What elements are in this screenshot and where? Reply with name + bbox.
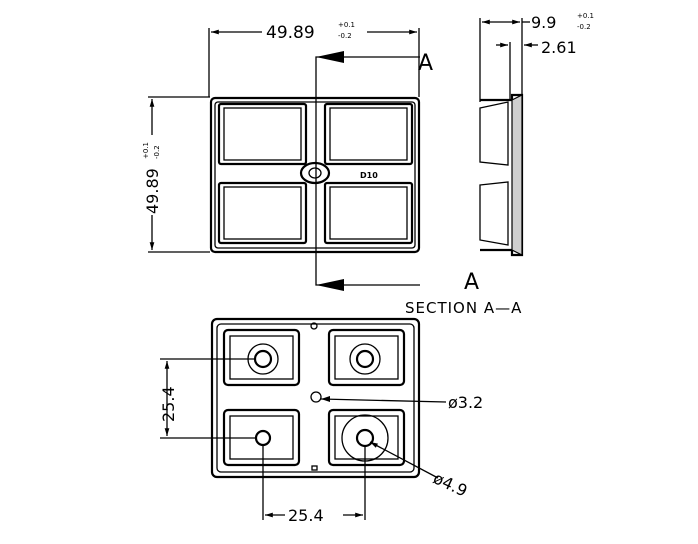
- pitch-horizontal-dim: 25.4: [288, 506, 324, 525]
- flange-dim: 2.61: [541, 38, 577, 57]
- top-height-tol-plus: +0.1: [142, 142, 150, 159]
- bottom-housing-outline: [210, 317, 421, 479]
- top-view: 49.89 +0.1 -0.2 49.89 +0.1 -0.2 D10 A A …: [142, 21, 522, 317]
- section-marker-bottom: A: [464, 270, 479, 295]
- center-hole-dim: ø3.2: [448, 393, 483, 412]
- thickness-tol-minus: -0.2: [577, 23, 591, 31]
- section-cut-line: [315, 56, 420, 286]
- thickness-tol-plus: +0.1: [577, 12, 594, 20]
- section-label: SECTION A—A: [405, 299, 522, 317]
- part-marking: D10: [360, 171, 378, 180]
- section-view: 9.9 +0.1 -0.2 2.61: [479, 12, 594, 257]
- center-hole: [310, 391, 322, 403]
- top-height-tol-minus: -0.2: [153, 145, 161, 159]
- thickness-dim: 9.9: [531, 13, 556, 32]
- bottom-lenses: [222, 328, 406, 467]
- top-height-dim: 49.89: [143, 168, 162, 214]
- top-width-tol-minus: -0.2: [338, 32, 352, 40]
- top-width-dim: 49.89: [266, 23, 315, 43]
- section-marker-top: A: [418, 51, 433, 76]
- pitch-vertical-dim: 25.4: [159, 386, 178, 422]
- bottom-view: 25.4 25.4 ø3.2 ø4.9: [159, 317, 483, 525]
- center-boss: [299, 161, 331, 185]
- top-width-tol-plus: +0.1: [338, 21, 355, 29]
- lens-hole-dim: ø4.9: [430, 468, 470, 500]
- lens-cells: [217, 102, 414, 245]
- housing-outline: [209, 96, 421, 254]
